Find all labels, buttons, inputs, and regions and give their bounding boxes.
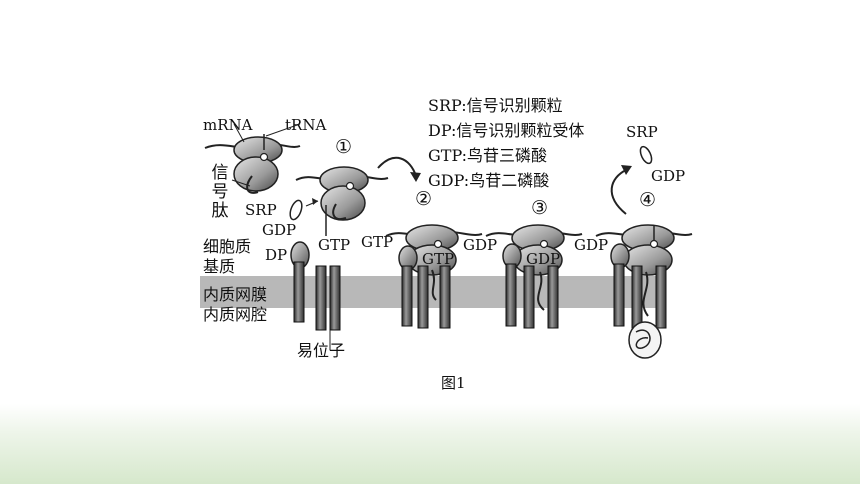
free-ribosome <box>204 123 301 194</box>
dp-receptor-1 <box>290 241 310 323</box>
signal-peptide-char-3: 肽 <box>211 201 229 221</box>
footer-band <box>0 404 860 484</box>
dp-label: DP <box>265 246 288 264</box>
gdp-released-label: GDP <box>651 167 686 185</box>
signal-peptide-label: 信 号 肽 <box>210 164 230 221</box>
arrow-1-2 <box>377 156 417 177</box>
er-lumen-label: 内质网腔 <box>203 305 268 324</box>
step4-complex <box>595 224 693 359</box>
srp-pathway-diagram <box>200 123 693 359</box>
gdp-label-3: GDP <box>526 250 561 268</box>
gdp-label-4: GDP <box>574 236 609 254</box>
step-2-marker: ② <box>415 188 433 210</box>
signal-peptide-char-2: 号 <box>211 182 229 202</box>
figure-caption: 图1 <box>441 374 466 392</box>
er-membrane-label: 内质网膜 <box>203 285 268 304</box>
arrow-4-up <box>610 169 627 215</box>
legend-gdp: GDP:鸟苷二磷酸 <box>428 171 550 190</box>
gtp-label-3: GTP <box>422 250 455 268</box>
legend-dp: DP:信号识别颗粒受体 <box>428 121 585 140</box>
cytosol-label-line1: 细胞质 <box>203 237 252 256</box>
gtp-label-1: GTP <box>318 236 351 254</box>
trna-label: tRNA <box>285 116 327 134</box>
legend-gtp: GTP:鸟苷三磷酸 <box>428 146 548 165</box>
step-1-marker: ① <box>335 136 353 158</box>
step-4-marker: ④ <box>639 189 657 211</box>
cytosol-label-line2: 基质 <box>203 257 236 276</box>
gdp-label-1: GDP <box>262 221 297 239</box>
released-srp <box>639 145 653 165</box>
gtp-label-2: GTP <box>361 233 394 251</box>
mrna-label: mRNA <box>203 116 253 134</box>
srp-label: SRP <box>245 201 277 219</box>
translocon-1 <box>315 265 341 350</box>
gdp-label-2: GDP <box>463 236 498 254</box>
step2-complex <box>385 224 483 329</box>
er-membrane <box>200 276 660 308</box>
step-3-marker: ③ <box>531 197 549 219</box>
srp-particle <box>289 198 319 221</box>
srp-released-label: SRP <box>626 123 658 141</box>
step3-complex <box>485 224 583 329</box>
signal-peptide-char-1: 信 <box>211 163 229 183</box>
step1-ribosome <box>295 166 389 236</box>
legend-srp: SRP:信号识别颗粒 <box>428 96 563 115</box>
translocon-label: 易位子 <box>297 341 346 360</box>
